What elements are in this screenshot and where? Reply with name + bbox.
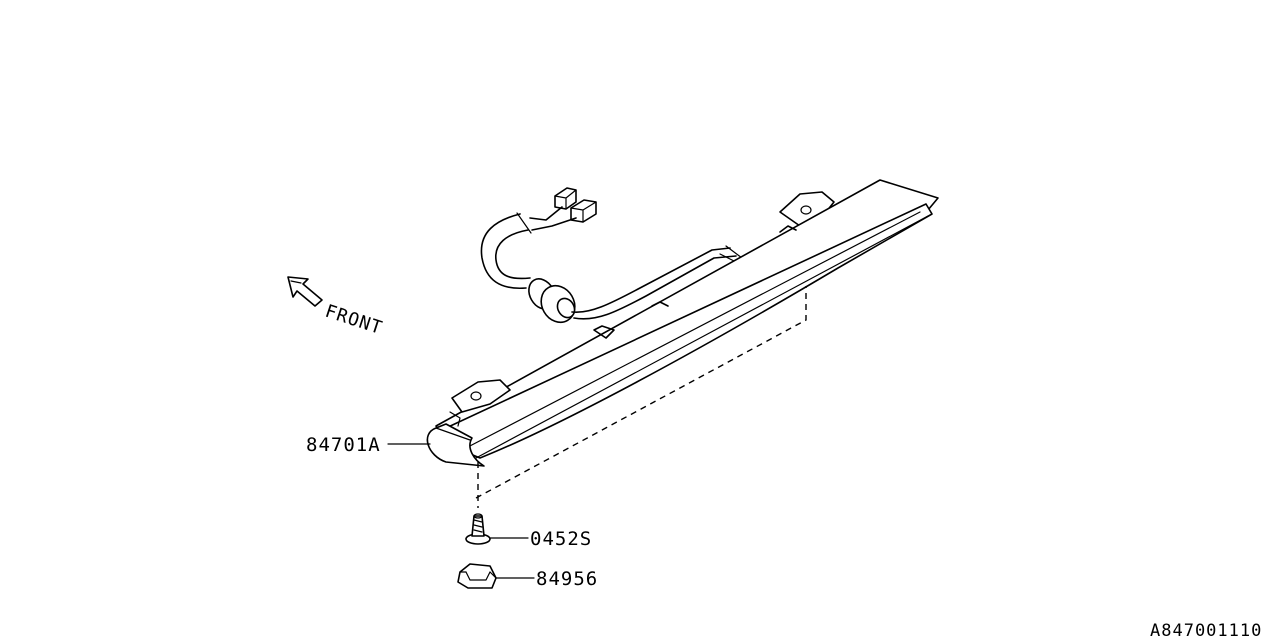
diagram-code: A847001110: [1150, 621, 1262, 640]
screw-part: [465, 513, 491, 545]
stop-lamp-assembly: [426, 179, 939, 467]
phantom-lines: [475, 286, 807, 508]
wiring-harness: [480, 187, 743, 324]
front-label: FRONT: [322, 301, 385, 339]
part-number-clip: 84956: [536, 568, 598, 590]
part-number-light: 84701A: [306, 434, 381, 456]
part-number-screw: 0452S: [530, 528, 592, 550]
clip-part: [457, 563, 497, 589]
leader-lines: [387, 443, 535, 579]
front-arrow-icon: [287, 276, 323, 307]
